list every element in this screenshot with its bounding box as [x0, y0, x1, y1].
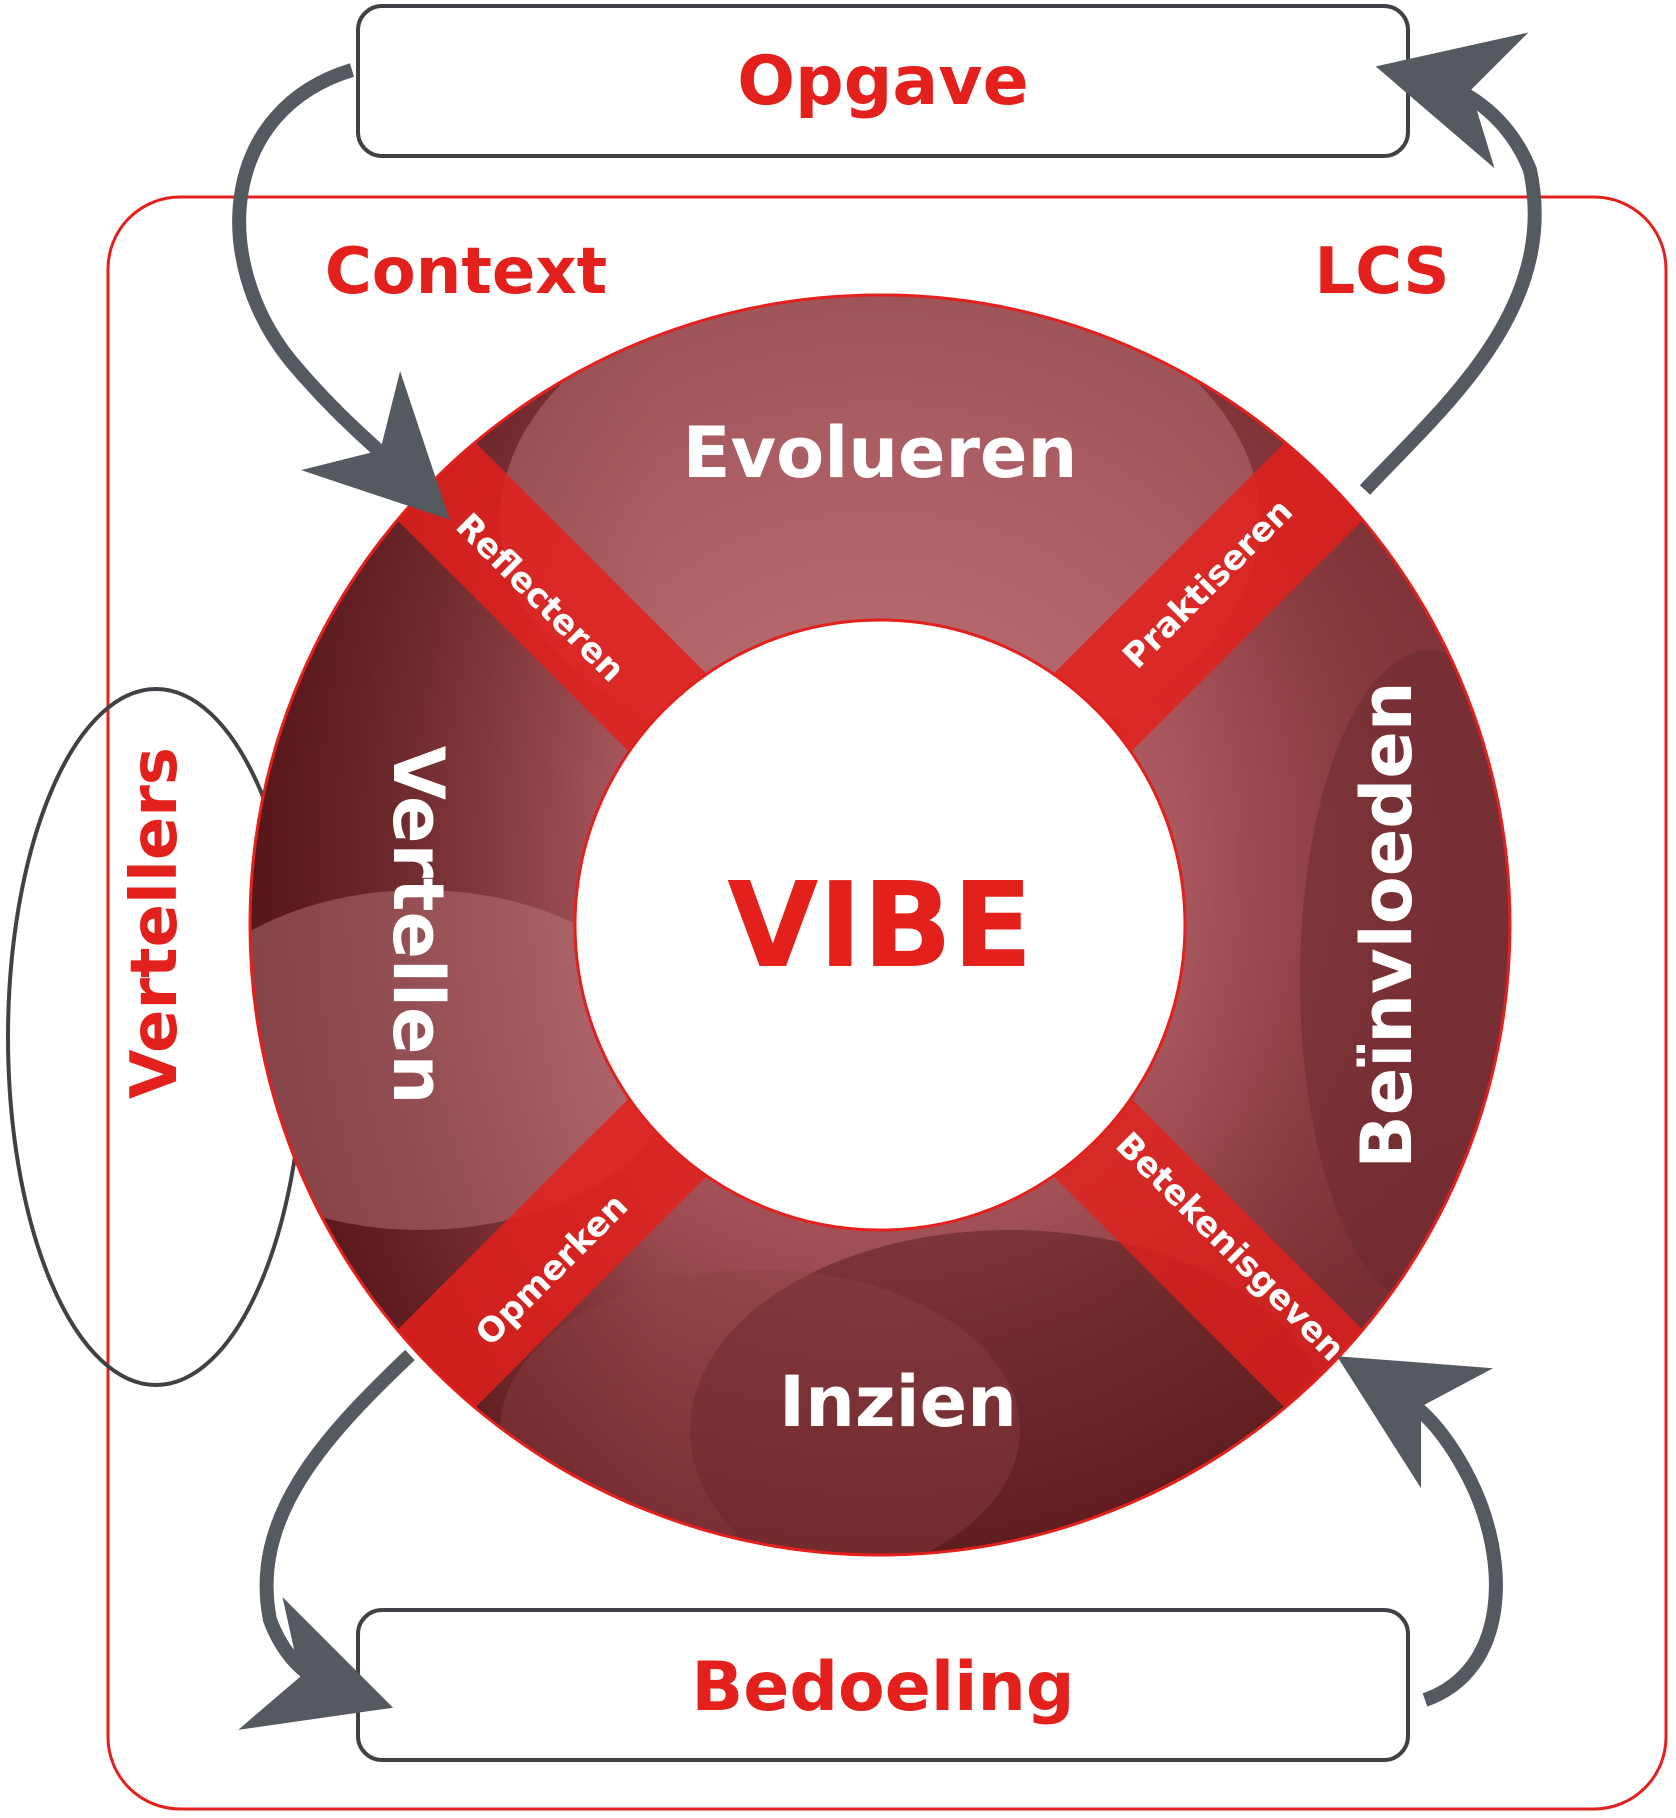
arrow-wheel-to-opgave — [1359, 32, 1542, 495]
center-circle — [573, 618, 1187, 1232]
sector-bottom-label: Inzien — [779, 1361, 1017, 1443]
arrow-bedoeling-to-wheel — [1336, 1356, 1503, 1707]
context-label: Context — [324, 235, 608, 309]
bedoeling-label: Bedoeling — [691, 1648, 1075, 1727]
context-frame — [106, 195, 1668, 1811]
vibe-center-label: VIBE — [727, 856, 1033, 994]
wheel-outline — [248, 293, 1512, 1557]
arrow-wheel-to-bedoeling — [238, 1349, 415, 1730]
sector-top-label: Evolueren — [682, 412, 1078, 494]
band-top-left — [363, 408, 739, 784]
vertellers-label: Vertellers — [118, 747, 192, 1099]
band-bottom-right — [1021, 1066, 1397, 1442]
band-top-right — [1021, 408, 1397, 784]
lcs-label: LCS — [1314, 235, 1450, 309]
opgave-label: Opgave — [737, 42, 1029, 121]
sector-left-label: Vertellen — [377, 745, 459, 1105]
arrow-opgave-to-wheel — [232, 63, 450, 520]
sector-right-label: Beïnvloeden — [1346, 681, 1428, 1169]
band-bottom-left — [363, 1066, 739, 1442]
